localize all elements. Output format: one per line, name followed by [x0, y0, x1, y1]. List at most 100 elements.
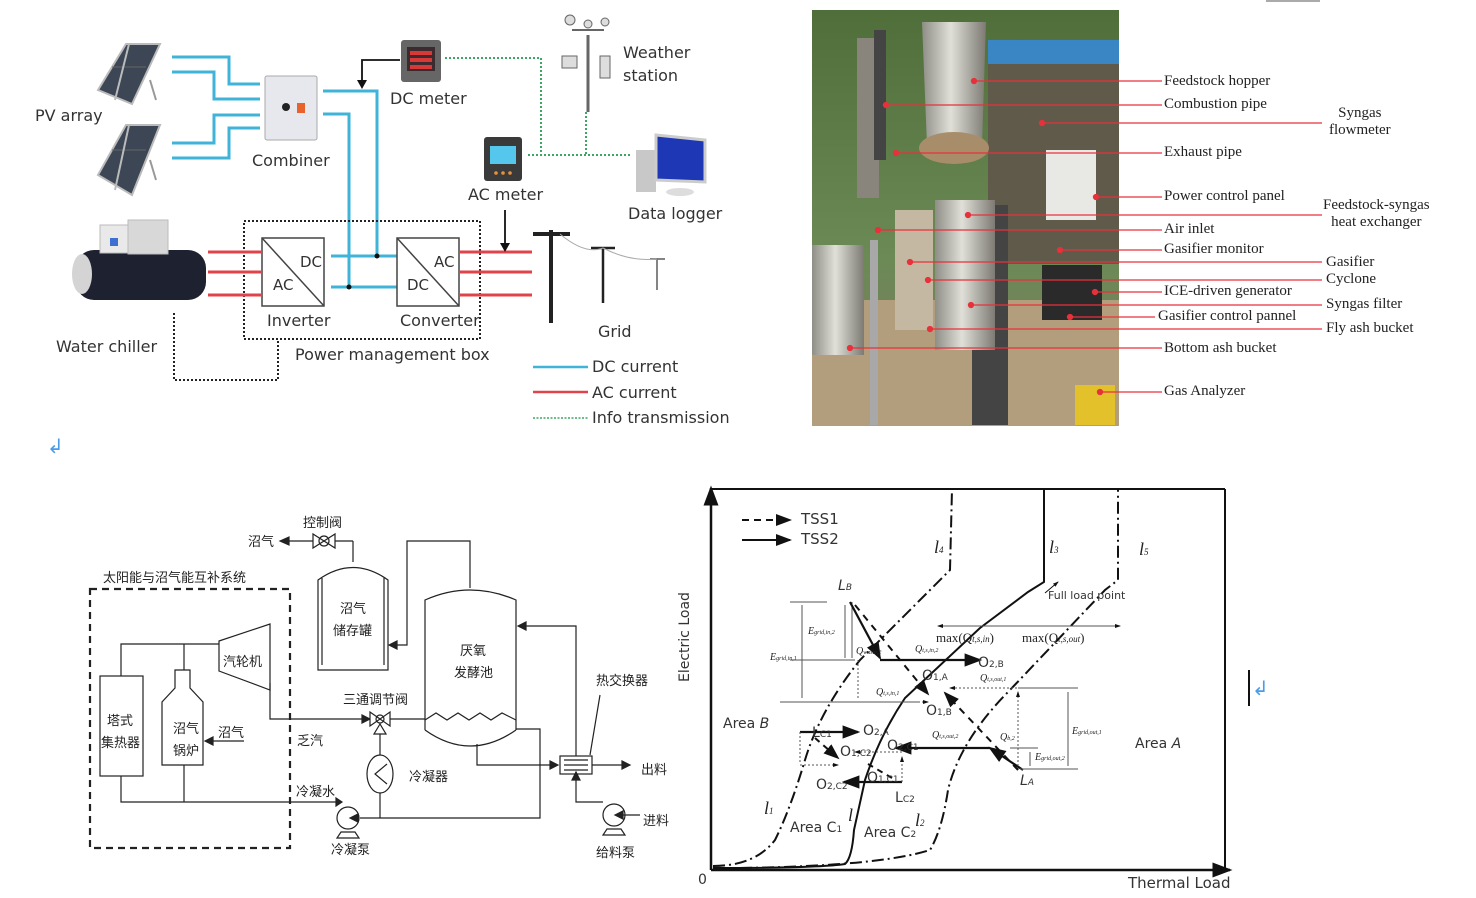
tower-label-2: 集热器: [101, 736, 141, 751]
callout-bottom-ash-bucket: Bottom ash bucket: [1164, 340, 1277, 356]
power-management-box-label: Power management box: [295, 345, 490, 364]
condensate-pump-label: 冷凝泵: [331, 843, 371, 858]
callout-heat-exchanger: Feedstock-syngas heat exchanger: [1323, 197, 1430, 230]
figure-operating-strategy-chart: Electric Load Thermal Load 0 TSS1 TSS2 l…: [677, 480, 1250, 898]
text-cursor: [1248, 670, 1250, 706]
tower-label-1: 塔式: [107, 714, 134, 729]
converter-ac-label: AC: [434, 253, 455, 271]
legend-info-transmission: Info transmission: [592, 408, 730, 427]
condensate-label: 冷凝水: [296, 785, 336, 800]
q-b-2-label: Qb,2: [1000, 732, 1015, 743]
callout-gasifier-control-pannel: Gasifier control pannel: [1158, 308, 1297, 324]
q-waste-2-label: Qwaste,2: [856, 646, 882, 657]
paragraph-mark-icon: ↲: [1252, 676, 1269, 700]
pv-array-label: PV array: [35, 106, 103, 125]
q-ts-out-1-label: Qt,s,out,1: [980, 673, 1007, 684]
callout-syngas-flowmeter: Syngas flowmeter: [1329, 105, 1391, 138]
point-o1a-label: O1,A: [922, 668, 948, 684]
q-ts-in-2-label: Qt,s,in,2: [915, 644, 939, 655]
system-box-title: 太阳能与沼气能互补系统: [103, 571, 247, 586]
e-grid-in-2-label: Egrid,in,2: [808, 626, 835, 637]
condenser: [366, 754, 394, 794]
info-transmission-lines: [445, 57, 632, 156]
legend-ac-current: AC current: [592, 383, 677, 402]
heat-exchanger-label: 热交换器: [596, 674, 649, 689]
dc-meter-label: DC meter: [390, 89, 467, 108]
digester-label-1: 厌氧: [460, 644, 487, 659]
max-q-out-label: max(Qt,s,out): [1022, 630, 1085, 645]
water-chiller-icon: [72, 219, 206, 300]
condensate-pump: [336, 806, 360, 830]
origin-label: 0: [698, 872, 707, 888]
grid-label: Grid: [598, 322, 632, 341]
feed-pump-label: 给料泵: [596, 846, 636, 861]
inverter-dc-label: DC: [300, 253, 323, 271]
area-a-label: Area A: [1135, 736, 1182, 752]
line-label-l3: l3: [1049, 537, 1059, 557]
max-q-in-label: max(Qt,s,in): [936, 630, 994, 645]
line-label-l: l: [848, 805, 854, 825]
gasifier-photo-illustration: [812, 10, 1322, 426]
callout-ice-driven-generator: ICE-driven generator: [1164, 283, 1292, 299]
biogas-in-label: 沼气: [218, 726, 245, 741]
point-lb-label: LB: [838, 578, 852, 594]
weather-station-icon: [561, 14, 611, 112]
anaerobic-digester: [424, 589, 517, 730]
pv-panel-icon: [96, 124, 162, 197]
callout-syngas-filter: Syngas filter: [1326, 296, 1403, 312]
y-axis-label: Electric Load: [677, 592, 693, 682]
figure-solar-biogas-system: 太阳能与沼气能互补系统 沼气 控制阀 沼气 储存罐 汽轮机 塔式 集热器 沼气 …: [80, 500, 700, 880]
point-lc2-label: LC2: [895, 790, 915, 806]
callout-power-control-panel: Power control panel: [1164, 188, 1285, 204]
callout-gas-analyzer: Gas Analyzer: [1164, 383, 1246, 399]
legend-tss2: TSS2: [801, 530, 839, 548]
storage-tank: [317, 567, 389, 671]
weather-station-label-2: station: [623, 66, 679, 85]
dc-wires-pv: [172, 55, 260, 160]
boiler-label-2: 锅炉: [173, 744, 200, 759]
weather-station-label-1: Weather: [623, 43, 691, 62]
point-lc1-label: LC1: [812, 725, 832, 741]
exhaust-steam-label: 乏汽: [297, 734, 324, 749]
inverter-label: Inverter: [267, 311, 331, 330]
legend-tss1: TSS1: [801, 510, 839, 528]
combiner-box-icon: [264, 75, 318, 141]
callout-gasifier: Gasifier: [1326, 254, 1375, 270]
e-grid-out-2-label: Egrid,out,2: [1035, 752, 1065, 763]
line-label-l2: l2: [915, 810, 925, 830]
paragraph-mark-icon: ↲: [47, 434, 64, 458]
boiler-label-1: 沼气: [173, 722, 200, 737]
point-o1c2-label: O1,C2: [840, 744, 872, 760]
callout-air-inlet: Air inlet: [1164, 221, 1215, 237]
legend-dc-current: DC current: [592, 357, 679, 376]
curve-l2: [739, 489, 1119, 869]
digester-label-2: 发酵池: [454, 666, 494, 681]
callout-combustion-pipe: Combustion pipe: [1164, 96, 1267, 112]
chart-axes: [703, 485, 1233, 878]
area-c1-label: Area C1: [790, 820, 843, 836]
x-axis-label: Thermal Load: [1128, 874, 1231, 892]
inverter-block: [261, 237, 325, 307]
callout-gasifier-monitor: Gasifier monitor: [1164, 241, 1264, 257]
figure-gasifier-photo: Feedstock hopper Combustion pipe Exhaust…: [810, 0, 1476, 430]
converter-dc-label: DC: [407, 276, 430, 294]
condenser-label: 冷凝器: [409, 770, 449, 785]
combiner-label: Combiner: [252, 151, 330, 170]
q-ts-out-2-label: Qt,s,out,2: [932, 730, 959, 741]
grid-poles-icon: [533, 230, 665, 323]
callout-cyclone: Cyclone: [1326, 271, 1376, 287]
point-o2b-label: O2,B: [978, 655, 1004, 671]
converter-label: Converter: [400, 311, 480, 330]
dc-meter-icon: [401, 40, 441, 82]
water-chiller-label: Water chiller: [56, 337, 158, 356]
storage-tank-label-2: 储存罐: [333, 624, 373, 639]
e-grid-in-1-label: Egrid,in,1: [770, 652, 797, 663]
data-logger-icon: [636, 133, 707, 196]
dc-wires-bus: [323, 89, 397, 289]
figure-pv-chiller-system: PV array Combiner DC meter Weather stati…: [0, 0, 760, 440]
point-la-label: LA: [1020, 773, 1034, 789]
point-o1c1-label: O1,C1: [867, 770, 899, 786]
scroll-indicator: [1266, 0, 1320, 2]
biogas-out-label: 沼气: [248, 535, 275, 550]
inverter-ac-label: AC: [273, 276, 294, 294]
